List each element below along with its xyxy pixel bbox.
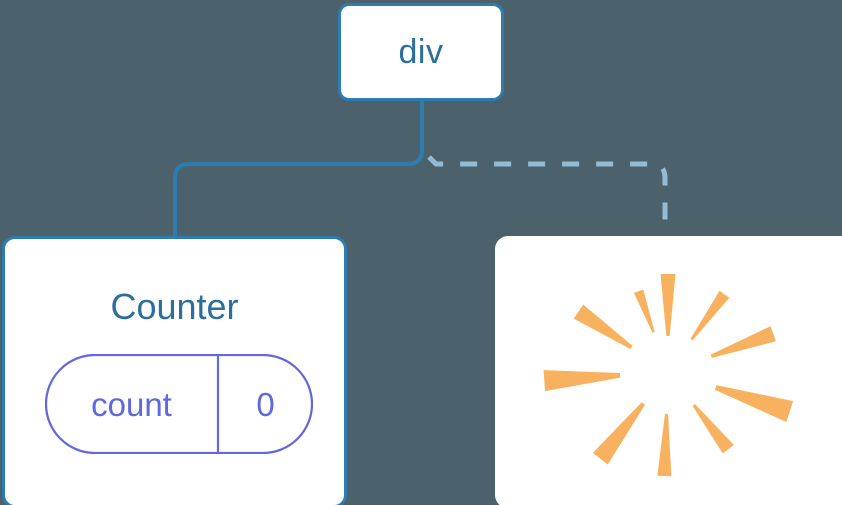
counter-node[interactable]: Counter count 0 [2,236,347,505]
highlight-node[interactable] [495,236,842,505]
sparkle-ray-2 [690,290,730,341]
sparkle-ray-8 [543,370,621,392]
sparkle-ray-4 [714,385,794,423]
sparkle-ray-group [543,274,794,477]
sparkle-ray-1 [660,274,676,336]
sparkle-ray-9 [573,304,633,349]
counter-node-title: Counter [110,286,239,327]
div-node-label: div [398,33,444,71]
sparkle-ray-6 [657,413,672,477]
sparkle-ray-10 [633,289,655,333]
state-key-label: count [91,385,172,423]
counter-state-pill[interactable]: count 0 [44,353,314,455]
div-node[interactable]: div [338,3,504,101]
sparkle-ray-5 [692,404,734,454]
sparkle-ray-7 [592,402,646,465]
sparkle-ray-3 [710,326,776,358]
sparkle-burst-icon [543,274,794,477]
edge-div-to-counter [173,100,424,238]
state-pill-outline [44,353,314,455]
edge-div-to-highlight [427,155,668,238]
state-value-label: 0 [256,385,275,423]
